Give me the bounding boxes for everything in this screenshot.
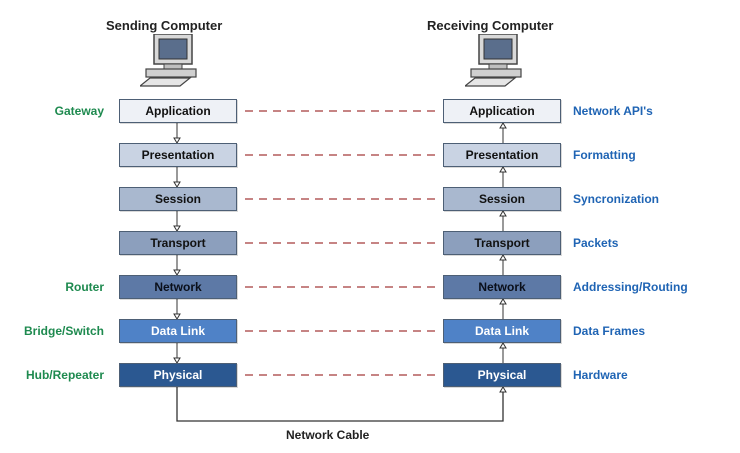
receiving-layer-physical: Physical	[443, 363, 561, 387]
function-label-packets: Packets	[573, 236, 619, 250]
receiving-layer-network: Network	[443, 275, 561, 299]
down-arrowhead	[173, 269, 181, 276]
function-label-data-frames: Data Frames	[573, 324, 646, 338]
up-arrowhead	[499, 166, 507, 173]
down-arrowhead	[173, 357, 181, 364]
function-label-addressing-routing: Addressing/Routing	[573, 280, 688, 294]
up-arrowhead	[499, 210, 507, 217]
receiving-layer-data-link: Data Link	[443, 319, 561, 343]
function-label-syncronization: Syncronization	[573, 192, 660, 206]
sending-computer-icon	[140, 34, 197, 87]
sending-layer-network: Network	[119, 275, 237, 299]
receiving-layer-presentation: Presentation	[443, 143, 561, 167]
device-label-bridge-switch: Bridge/Switch	[23, 324, 104, 338]
receiving-layer-session: Session	[443, 187, 561, 211]
up-arrowhead	[499, 298, 507, 305]
sending-layer-physical: Physical	[119, 363, 237, 387]
function-label-hardware: Hardware	[573, 368, 628, 382]
receiving-computer-heading: Receiving Computer	[427, 18, 554, 33]
down-arrowhead	[173, 313, 181, 320]
down-arrowhead	[173, 181, 181, 188]
sending-computer-heading: Sending Computer	[106, 18, 223, 33]
down-arrowhead	[173, 137, 181, 144]
function-label-formatting: Formatting	[573, 148, 636, 162]
cable-arrowhead	[499, 386, 507, 393]
function-label-network-api-s: Network API's	[573, 104, 653, 118]
up-arrowhead	[499, 122, 507, 129]
up-arrowhead	[499, 342, 507, 349]
sending-layer-presentation: Presentation	[119, 143, 237, 167]
device-label-hub-repeater: Hub/Repeater	[25, 368, 104, 382]
device-label-router: Router	[65, 280, 104, 294]
up-arrowhead	[499, 254, 507, 261]
sending-layer-transport: Transport	[119, 231, 237, 255]
sending-layer-session: Session	[119, 187, 237, 211]
device-label-gateway: Gateway	[54, 104, 104, 118]
network-cable	[176, 387, 504, 422]
sending-layer-data-link: Data Link	[119, 319, 237, 343]
network-cable-label: Network Cable	[286, 428, 370, 442]
receiving-layer-transport: Transport	[443, 231, 561, 255]
down-arrowhead	[173, 225, 181, 232]
receiving-layer-application: Application	[443, 99, 561, 123]
sending-layer-application: Application	[119, 99, 237, 123]
receiving-computer-icon	[465, 34, 522, 87]
